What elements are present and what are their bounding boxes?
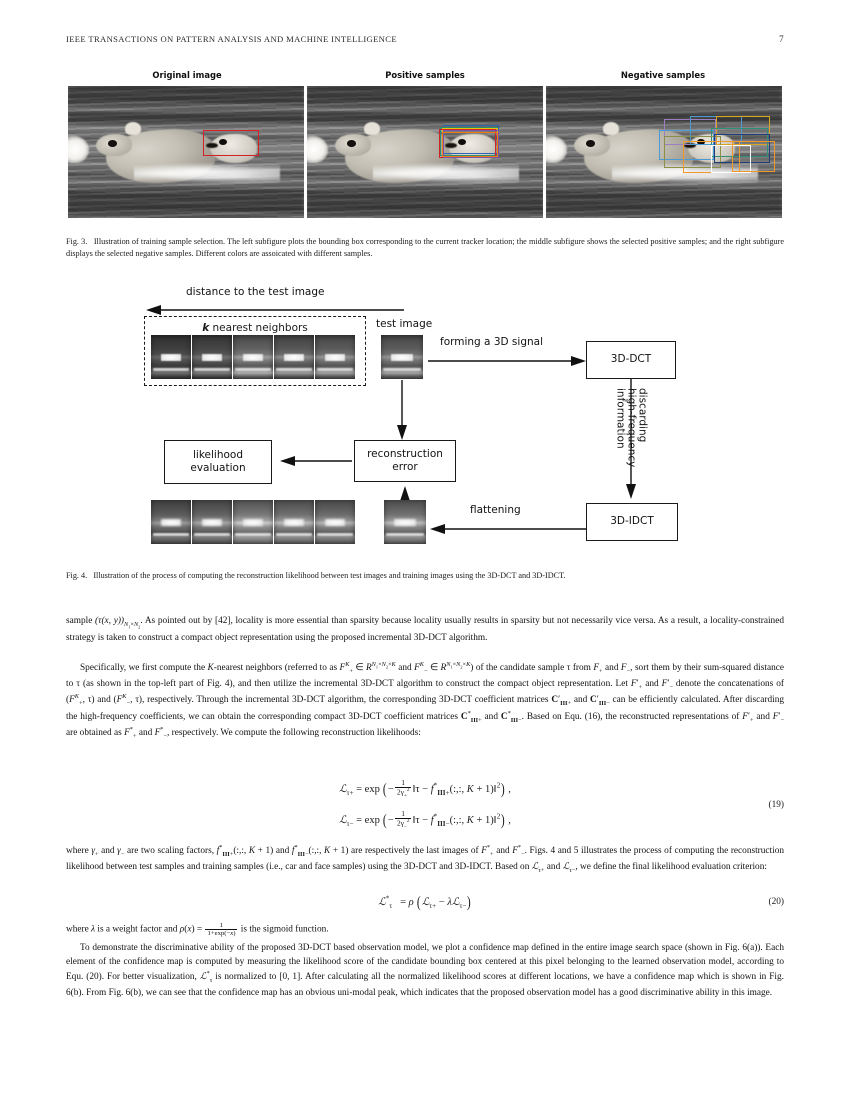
body-paragraph-2: Specifically, we first compute the K-nea…	[66, 660, 784, 742]
splash	[546, 136, 568, 163]
body-paragraph-5: To demonstrate the discriminative abilit…	[66, 941, 784, 1000]
recon-thumb	[192, 500, 232, 544]
negative-sample-box	[664, 136, 721, 168]
negative-sample-box	[713, 133, 771, 163]
second-animal-body	[209, 133, 257, 163]
forming-arrow	[428, 356, 586, 366]
knn-thumb	[233, 335, 273, 379]
negative-sample-box	[659, 129, 714, 160]
recon-thumb	[151, 500, 191, 544]
panel-label-original: Original image	[152, 70, 222, 80]
splash	[307, 136, 329, 163]
discarding-label: discarding	[636, 388, 649, 443]
second-animal-snout	[445, 142, 457, 149]
knn-thumb	[151, 335, 191, 379]
figure-3: Original image Positive samples Negative…	[68, 70, 782, 218]
figure-3-panel-labels: Original image Positive samples Negative…	[68, 70, 782, 84]
figure-4-caption: Fig. 4. Illustration of the process of c…	[66, 570, 784, 582]
negative-sample-box	[732, 141, 775, 172]
forming-signal-label: forming a 3D signal	[440, 336, 543, 348]
body-paragraph-3: where γ+ and γ− are two scaling factors,…	[66, 843, 784, 875]
page-number: 7	[779, 34, 784, 44]
positive-sample-box	[442, 130, 500, 158]
test-to-error-arrow	[397, 380, 407, 440]
paragraph-text: where γ+ and γ− are two scaling factors,…	[66, 844, 785, 874]
positive-samples-panel	[307, 86, 543, 218]
paragraph-text: sample (τ(x, y))N1×N2. As pointed out by…	[66, 616, 784, 643]
negative-sample-box	[715, 116, 771, 146]
knn-thumbnails	[151, 335, 355, 379]
flattening-label: flattening	[470, 504, 521, 516]
reconstructed-thumbnails	[151, 500, 355, 544]
error-to-likelihood-arrow	[280, 456, 352, 466]
figure-4-caption-text: Illustration of the process of computing…	[93, 571, 566, 580]
flattened-output-thumbnail	[384, 500, 426, 544]
animal-ear	[602, 121, 620, 135]
recon-thumb	[315, 500, 355, 544]
negative-samples-panel	[546, 86, 782, 218]
distance-arrow	[146, 305, 404, 315]
knn-thumb	[192, 335, 232, 379]
water-foam	[373, 162, 520, 184]
equation-19-number: (19)	[768, 800, 785, 810]
distance-label: distance to the test image	[186, 286, 325, 298]
knn-thumb	[274, 335, 314, 379]
equation-20-number: (20)	[768, 897, 785, 907]
animal-ear	[124, 121, 142, 135]
panel-label-positive: Positive samples	[385, 70, 465, 80]
journal-title: IEEE TRANSACTIONS ON PATTERN ANALYSIS AN…	[66, 34, 397, 44]
animal-eye	[347, 140, 356, 147]
figure-4-caption-lead: Fig. 4.	[66, 571, 88, 580]
recon-thumb	[274, 500, 314, 544]
figure-4-diagram: distance to the test image k nearest nei…	[140, 286, 710, 556]
figure-3-caption-text: Illustration of training sample selectio…	[66, 237, 785, 258]
negative-sample-box	[711, 128, 768, 158]
water-foam	[134, 162, 281, 184]
paragraph-text: To demonstrate the discriminative abilit…	[66, 943, 784, 998]
second-animal-snout	[206, 142, 218, 149]
discarding-label-line2: high-frequency	[625, 388, 638, 468]
negative-sample-box	[711, 145, 752, 174]
animal-ear	[363, 121, 381, 135]
discarding-arrow	[626, 379, 636, 499]
recon-thumb	[233, 500, 273, 544]
second-animal-eye	[219, 138, 227, 145]
test-image-thumbnail	[381, 335, 423, 379]
equation-20-body: ℒ*τ = ρ (ℒτ+ − λℒτ−)	[378, 892, 471, 911]
running-head: IEEE TRANSACTIONS ON PATTERN ANALYSIS AN…	[66, 34, 784, 44]
knn-label: k nearest neighbors	[202, 322, 308, 334]
knn-thumb	[315, 335, 355, 379]
paragraph-text: Specifically, we first compute the K-nea…	[66, 661, 785, 741]
figure-3-caption-lead: Fig. 3.	[66, 237, 88, 246]
splash	[68, 136, 90, 163]
second-animal-eye	[458, 138, 466, 145]
flattening-arrow	[430, 524, 588, 534]
body-paragraph-1: sample (τ(x, y))N1×N2. As pointed out by…	[66, 614, 784, 645]
positive-sample-box	[441, 132, 499, 158]
test-image-label: test image	[376, 318, 433, 330]
figure-3-panels	[68, 86, 782, 218]
discarding-label-line3: information	[614, 388, 627, 449]
dct-box: 3D-DCT	[586, 341, 676, 379]
tracker-bounding-box	[202, 129, 260, 156]
animal-eye	[586, 140, 595, 147]
original-image-panel	[68, 86, 304, 218]
figure-3-caption: Fig. 3. Illustration of training sample …	[66, 236, 784, 259]
equation-20: ℒ*τ = ρ (ℒτ+ − λℒτ−) (20)	[66, 890, 784, 914]
animal-eye	[108, 140, 117, 147]
idct-box: 3D-IDCT	[586, 503, 678, 541]
panel-label-negative: Negative samples	[620, 70, 706, 80]
